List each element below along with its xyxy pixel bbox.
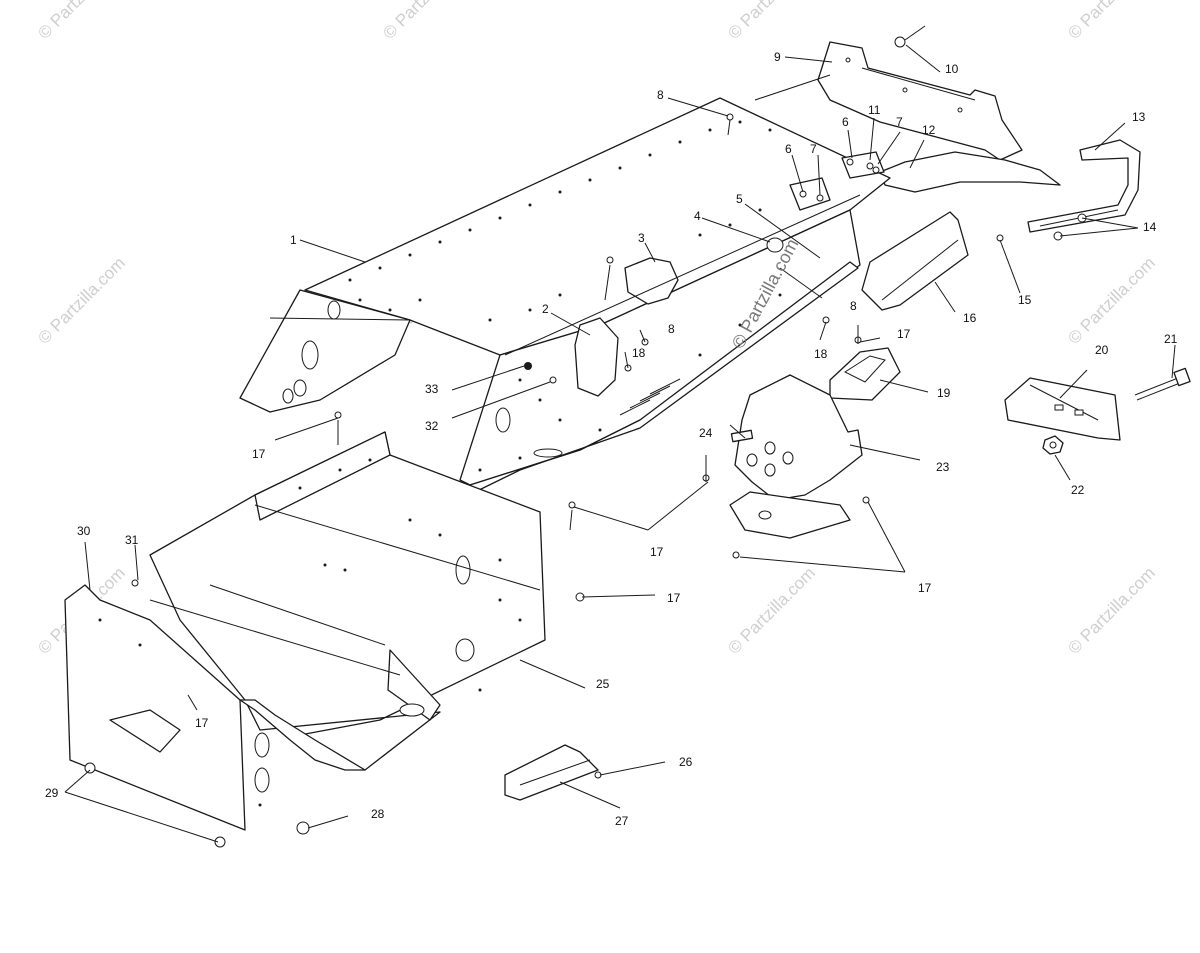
fastener: [726, 113, 734, 121]
callout-20: 20: [1095, 343, 1109, 357]
callout-18: 18: [632, 346, 646, 360]
callout-17: 17: [897, 327, 911, 341]
fastener: [872, 166, 880, 174]
callout-22: 22: [1071, 483, 1085, 497]
callout-18: 18: [814, 347, 828, 361]
callout-8: 8: [668, 322, 675, 336]
callout-11: 11: [868, 103, 881, 117]
fastener: [862, 496, 870, 504]
fastener-set: [84, 113, 1004, 848]
callout-25: 25: [596, 677, 610, 691]
watermark: © Partzilla.com: [34, 253, 128, 347]
fastener: [846, 158, 854, 166]
callout-10: 10: [945, 62, 959, 76]
long-bolt-part: [1134, 367, 1191, 401]
callout-3: 3: [638, 231, 645, 245]
watermark: © Partzilla.com: [724, 0, 818, 43]
rear-bracket-part: [879, 151, 1061, 193]
callout-29: 29: [45, 786, 59, 800]
callout-2: 2: [542, 302, 549, 316]
callout-17: 17: [918, 581, 932, 595]
callout-14: 14: [1143, 220, 1157, 234]
main-chassis-part: [239, 97, 891, 493]
fastener: [606, 256, 614, 264]
rear-flap-part: [817, 41, 1023, 161]
bolt-part: [894, 25, 926, 48]
callout-27: 27: [615, 814, 629, 828]
front-frame-part: [64, 431, 546, 831]
watermark: © Partzilla.com: [1064, 563, 1158, 657]
stud-lines: [337, 119, 859, 531]
callout-17: 17: [252, 447, 266, 461]
callout-6: 6: [785, 142, 792, 156]
side-deflector-part: [861, 211, 969, 311]
callout-1: 1: [290, 233, 297, 247]
angle-bracket-part: [504, 744, 599, 801]
callout-7: 7: [810, 142, 817, 156]
callout-17: 17: [667, 591, 681, 605]
callout-19: 19: [937, 386, 951, 400]
callout-6: 6: [842, 115, 849, 129]
bracket-part: [1004, 377, 1121, 441]
fastener: [214, 836, 226, 848]
callout-24: 24: [699, 426, 713, 440]
callout-17: 17: [195, 716, 209, 730]
watermark: © Partzilla.com: [379, 0, 473, 43]
foot-pad-part: [829, 347, 901, 401]
watermark: © Partzilla.com: [1064, 253, 1158, 347]
callout-9: 9: [774, 50, 781, 64]
callout-8: 8: [657, 88, 664, 102]
callout-30: 30: [77, 524, 91, 538]
fastener: [84, 762, 96, 774]
callout-33: 33: [425, 382, 439, 396]
fastener: [866, 162, 874, 170]
fastener: [816, 194, 824, 202]
watermark: © Partzilla.com: [1064, 0, 1158, 43]
callout-15: 15: [1018, 293, 1032, 307]
callout-12: 12: [922, 123, 936, 137]
fastener: [549, 376, 557, 384]
fastener: [296, 821, 310, 835]
callout-8: 8: [850, 299, 857, 313]
heat-shield-part: [734, 374, 863, 501]
callout-31: 31: [125, 533, 139, 547]
callout-26: 26: [679, 755, 693, 769]
callout-28: 28: [371, 807, 385, 821]
fastener: [732, 551, 740, 559]
fastener: [131, 579, 139, 587]
fastener: [334, 411, 342, 419]
callout-4: 4: [694, 209, 701, 223]
callout-labels: 1 2 3 4 5 6 6 7 7 8 8 8 9 10 11 12 13 14…: [45, 50, 1178, 828]
callout-5: 5: [736, 192, 743, 206]
fastener: [524, 362, 532, 370]
callout-32: 32: [425, 419, 439, 433]
callout-16: 16: [963, 311, 977, 325]
callout-23: 23: [936, 460, 950, 474]
callout-7: 7: [896, 115, 903, 129]
lower-bracket-part: [729, 491, 851, 539]
leader-lines: [64, 44, 1176, 843]
callout-21: 21: [1164, 332, 1178, 346]
callout-13: 13: [1132, 110, 1146, 124]
watermark: © Partzilla.com: [34, 0, 128, 43]
fastener: [568, 501, 576, 509]
nut-part: [1042, 435, 1064, 455]
watermark: © Partzilla.com: [724, 563, 818, 657]
callout-17: 17: [650, 545, 664, 559]
